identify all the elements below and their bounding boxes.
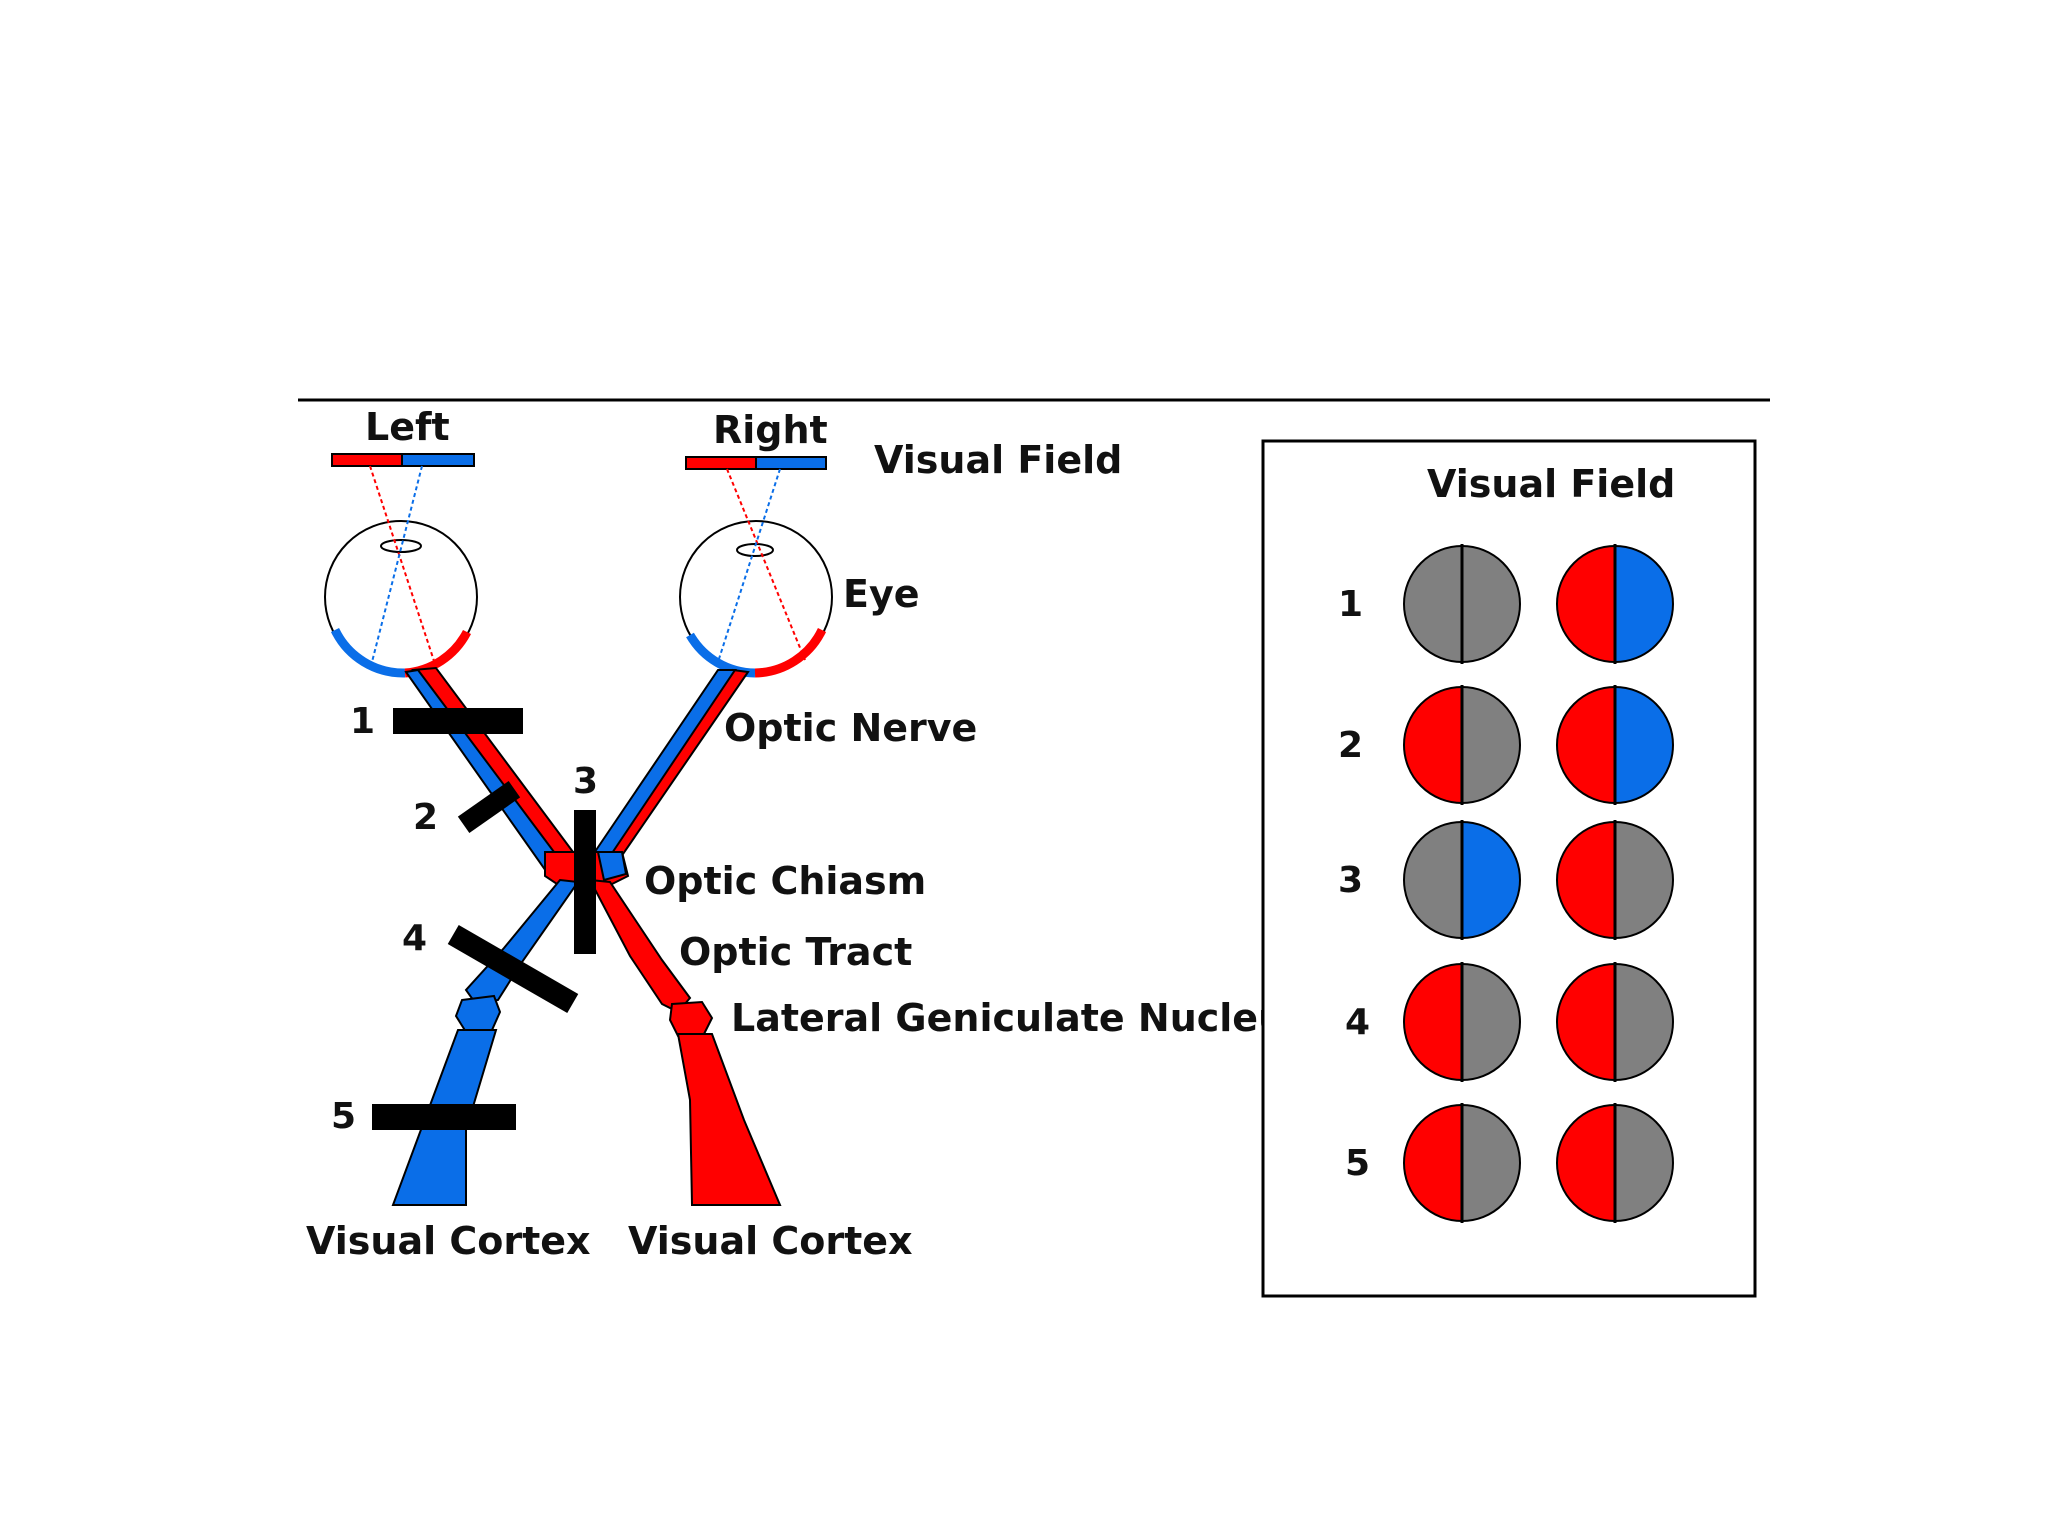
left-eye-field-circle (1403, 962, 1521, 1082)
deficit-row-label: 3 (1338, 860, 1363, 901)
visual-cortex-left-label: Visual Cortex (306, 1219, 591, 1263)
field-half-left (1557, 964, 1615, 1080)
right-optic-nerve (586, 668, 750, 872)
right-eye-field-circle (1556, 962, 1674, 1082)
lesion-number-2: 2 (413, 797, 438, 838)
lesion-number-4: 4 (402, 918, 427, 959)
field-half-left (1404, 1105, 1462, 1221)
lesion-number-3: 3 (573, 761, 598, 802)
field-half-right (1462, 1105, 1520, 1221)
field-half-left (1557, 546, 1615, 662)
deficit-rows: 1 2 3 4 5 (1338, 544, 1674, 1223)
left-visual-field-bar (331, 453, 475, 467)
optic-chiasm-label: Optic Chiasm (644, 859, 926, 903)
right-field-label: Right (713, 408, 828, 452)
left-field-label: Left (365, 405, 450, 449)
lesion-bar-2 (457, 781, 521, 833)
lesion-number-5: 5 (331, 1096, 356, 1137)
left-eye (324, 465, 478, 678)
field-half-left (1404, 546, 1462, 662)
right-eye-field-circle (1556, 1103, 1674, 1223)
field-half-right (1462, 546, 1520, 662)
visual-cortex-right-label: Visual Cortex (628, 1219, 913, 1263)
field-half-left (1557, 822, 1615, 938)
eye-label: Eye (843, 572, 920, 616)
left-eye-field-circle (1403, 544, 1521, 664)
lgn-label: Lateral Geniculate Nucleus (731, 996, 1308, 1040)
lesion-bar-1 (393, 708, 523, 734)
field-half-right (1615, 964, 1673, 1080)
field-half-left (1404, 964, 1462, 1080)
lesion-bar-4 (447, 924, 579, 1014)
field-half-right (1615, 822, 1673, 938)
deficit-row-label: 4 (1345, 1002, 1370, 1043)
field-half-right (1615, 687, 1673, 803)
field-half-right (1462, 964, 1520, 1080)
field-half-right (1462, 687, 1520, 803)
field-half-left (1404, 822, 1462, 938)
lesion-bar-3 (574, 810, 596, 954)
right-visual-field-bar (685, 456, 827, 470)
right-eye-field-circle (1556, 685, 1674, 805)
field-half-left (1557, 687, 1615, 803)
visual-field-deficit-panel: Visual Field 1 2 3 4 5 (1261, 439, 1757, 1298)
deficit-panel-title: Visual Field (1427, 462, 1675, 506)
right-lgn (668, 1000, 714, 1038)
left-eye-field-circle (1403, 685, 1521, 805)
deficit-row-label: 2 (1338, 725, 1363, 766)
right-eye-field-circle (1556, 544, 1674, 664)
field-half-left (1557, 1105, 1615, 1221)
field-half-right (1615, 1105, 1673, 1221)
right-eye-field-circle (1556, 820, 1674, 940)
visual-field-label: Visual Field (874, 438, 1122, 482)
lesion-bar-5 (372, 1104, 516, 1130)
lesion-number-1: 1 (350, 701, 375, 742)
deficit-row-label: 5 (1345, 1143, 1370, 1184)
left-eye-field-circle (1403, 820, 1521, 940)
field-half-right (1615, 546, 1673, 662)
field-half-right (1462, 822, 1520, 938)
deficit-row-label: 1 (1338, 584, 1363, 625)
left-lgn (454, 994, 502, 1034)
left-eye-field-circle (1403, 1103, 1521, 1223)
right-eye (679, 468, 833, 678)
right-optic-radiation (676, 1033, 782, 1206)
optic-nerve-label: Optic Nerve (724, 706, 977, 750)
optic-tract-label: Optic Tract (679, 930, 912, 974)
left-optic-nerve (404, 666, 581, 876)
field-half-left (1404, 687, 1462, 803)
